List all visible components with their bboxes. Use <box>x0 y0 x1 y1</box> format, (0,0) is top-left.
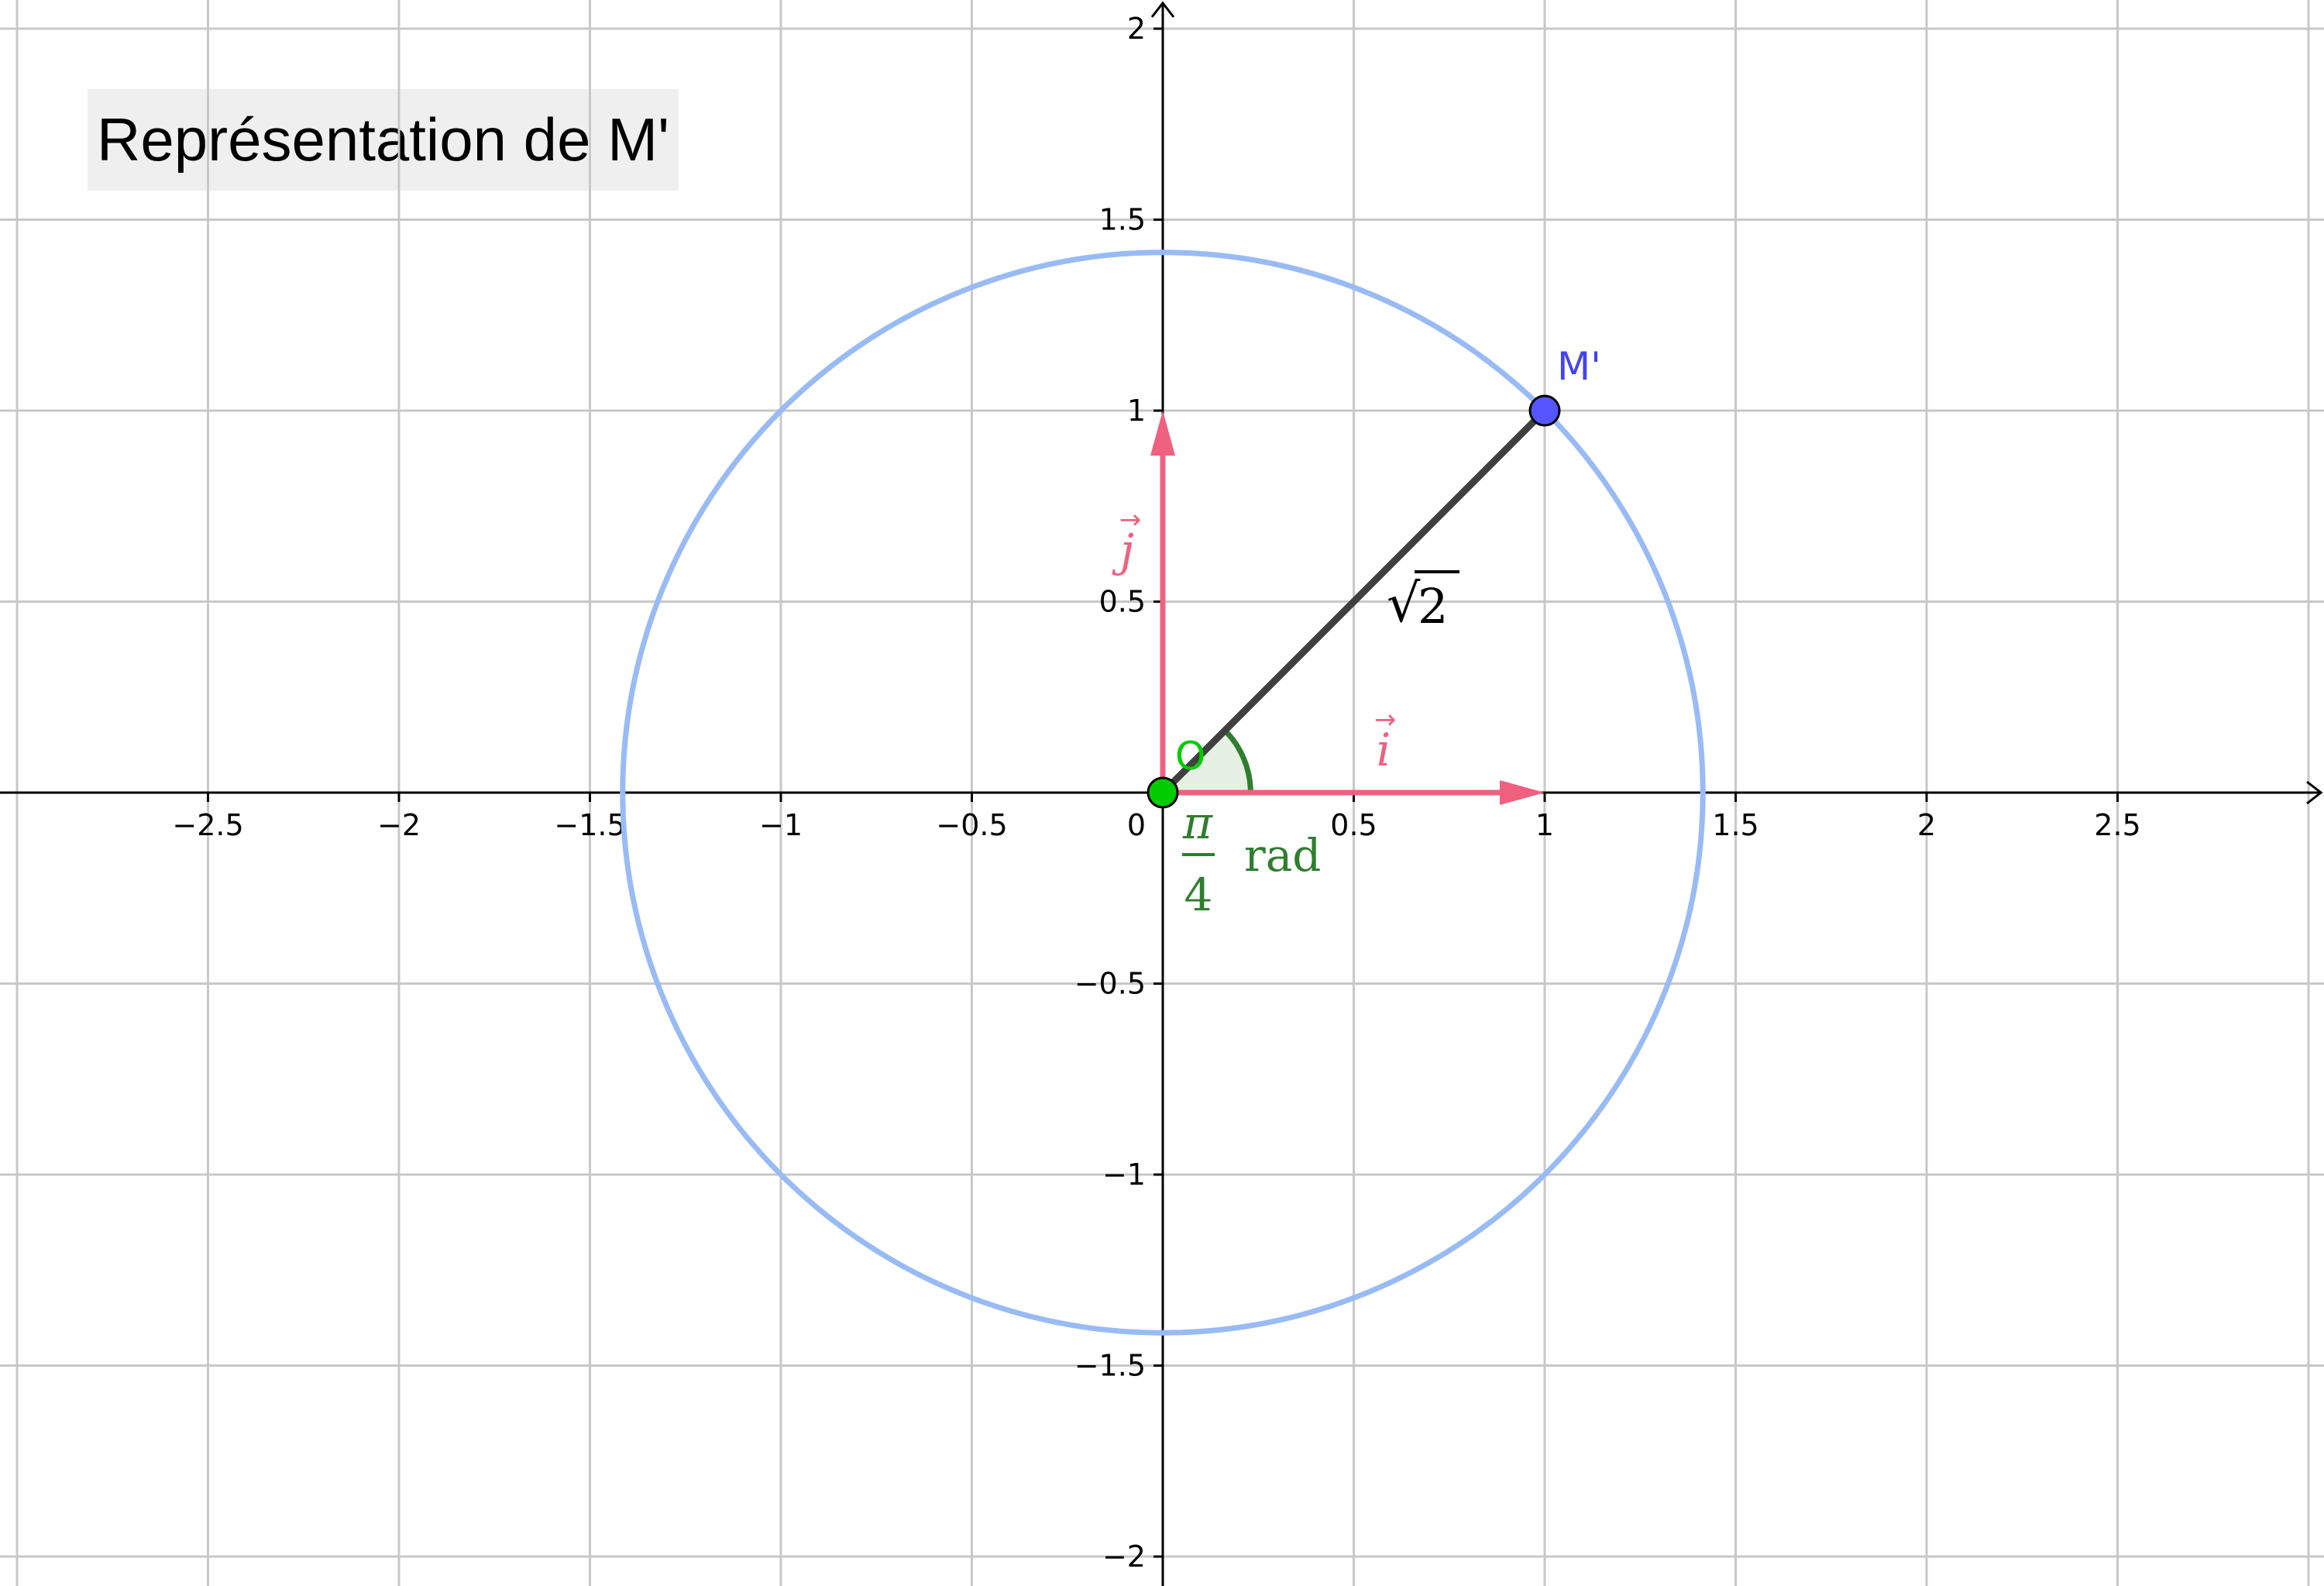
x-tick-label: 1 <box>1535 808 1554 842</box>
vector-i-label: i <box>1377 724 1391 776</box>
x-tick-label: −2 <box>377 808 421 842</box>
circle-radius-sqrt2 <box>620 249 1706 1336</box>
point-m-prime-label: M' <box>1557 344 1601 389</box>
angle-numerator: π <box>1182 796 1213 849</box>
y-tick-label: −2 <box>1102 1540 1146 1574</box>
x-tick-label: 2 <box>1917 808 1936 842</box>
x-tick-label: −2.5 <box>172 808 243 842</box>
shapes <box>620 249 1706 1336</box>
tick-labels: −2.5 −2 −1.5 −1 −0.5 0.5 1 1.5 2 2.5 2 1.5 1 0.5 −0.5 −… <box>172 12 2140 1574</box>
angle-unit: rad <box>1244 829 1321 882</box>
x-tick-label: −1 <box>759 808 803 842</box>
title-box: Représentation de M' <box>88 89 679 191</box>
y-tick-label: 0.5 <box>1099 585 1146 619</box>
vector-j-label: j <box>1112 524 1134 576</box>
vector-j-arrow-glyph: → <box>1119 504 1142 535</box>
y-tick-label: −1 <box>1102 1158 1146 1192</box>
y-tick-label: 2 <box>1127 12 1146 46</box>
point-m-prime[interactable] <box>1528 394 1561 427</box>
x-tick-label: 1.5 <box>1712 808 1758 842</box>
x-tick-label: −1.5 <box>554 808 625 842</box>
vector-i-arrow-glyph: → <box>1374 704 1397 735</box>
x-tick-label: −0.5 <box>936 808 1007 842</box>
segment-length-value: 2 <box>1418 578 1448 635</box>
x-axis-arrow <box>2306 780 2323 805</box>
x-tick-label: 2.5 <box>2094 808 2140 842</box>
angle-sector <box>1163 730 1251 793</box>
y-tick-label: −0.5 <box>1074 967 1146 1001</box>
origin-tick-label: 0 <box>1127 808 1146 842</box>
segment-om <box>1160 408 1548 796</box>
angle-arc <box>1222 728 1253 793</box>
y-tick-label: −1.5 <box>1074 1349 1146 1383</box>
vector-i-arrowhead <box>1500 780 1545 805</box>
y-tick-label: 1 <box>1127 394 1146 428</box>
angle-denominator: 4 <box>1184 869 1213 921</box>
point-o-label: O <box>1175 734 1205 779</box>
y-axis-arrow <box>1150 1 1175 18</box>
y-tick-label: 1.5 <box>1099 203 1146 237</box>
x-tick-label: 0.5 <box>1330 808 1377 842</box>
segment-length-sqrt-sign: √ <box>1387 573 1421 635</box>
vector-j-arrowhead <box>1150 411 1175 456</box>
point-o[interactable] <box>1147 776 1179 809</box>
title-text: Représentation de M' <box>97 105 669 174</box>
